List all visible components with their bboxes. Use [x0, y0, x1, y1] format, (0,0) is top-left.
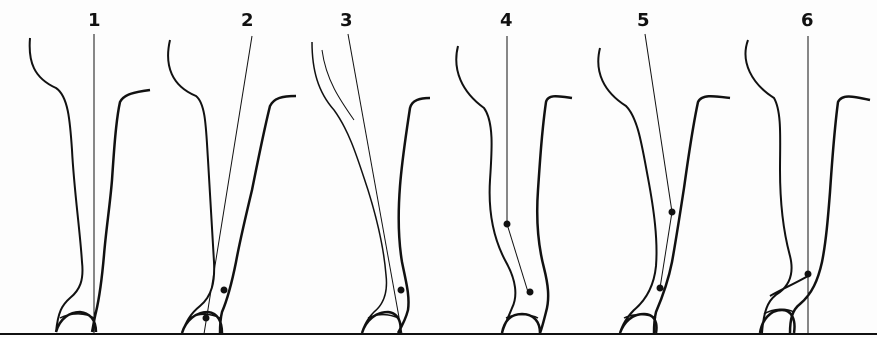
panel-number: 4 [500, 10, 513, 31]
panel-number: 2 [241, 10, 254, 31]
joint-marker [657, 285, 664, 292]
joint-marker [398, 287, 405, 294]
plumb-line [348, 34, 402, 334]
leg-back-outline [654, 96, 730, 333]
panel-5: 5 [598, 10, 730, 333]
panel-number: 5 [637, 10, 650, 31]
leg-back-outline [790, 97, 870, 334]
leg-front-outline-inner [322, 50, 354, 120]
panel-1: 1 [30, 10, 150, 334]
leg-back-outline [220, 96, 296, 333]
joint-marker [203, 315, 210, 322]
panel-3: 3 [312, 10, 430, 334]
panel-number: 1 [88, 10, 101, 31]
leg-back-outline [398, 98, 430, 333]
joint-marker [221, 287, 228, 294]
pastern-line [507, 224, 528, 292]
hoof [56, 312, 96, 332]
panel-4: 4 [456, 10, 572, 333]
panel-2: 2 [168, 10, 296, 334]
leg-front-outline [168, 40, 214, 333]
panel-number: 6 [801, 10, 814, 31]
leg-front-outline [30, 38, 83, 332]
leg-back-outline [537, 96, 572, 333]
joint-marker [805, 271, 812, 278]
joint-marker [504, 221, 511, 228]
panel-6: 6 [746, 10, 870, 334]
pastern-line [660, 212, 672, 288]
hoof [182, 312, 222, 333]
leg-back-outline [92, 90, 150, 332]
panel-number: 3 [340, 10, 353, 31]
joint-marker [669, 209, 676, 216]
leg-front-outline [598, 48, 656, 333]
joint-marker [527, 289, 534, 296]
